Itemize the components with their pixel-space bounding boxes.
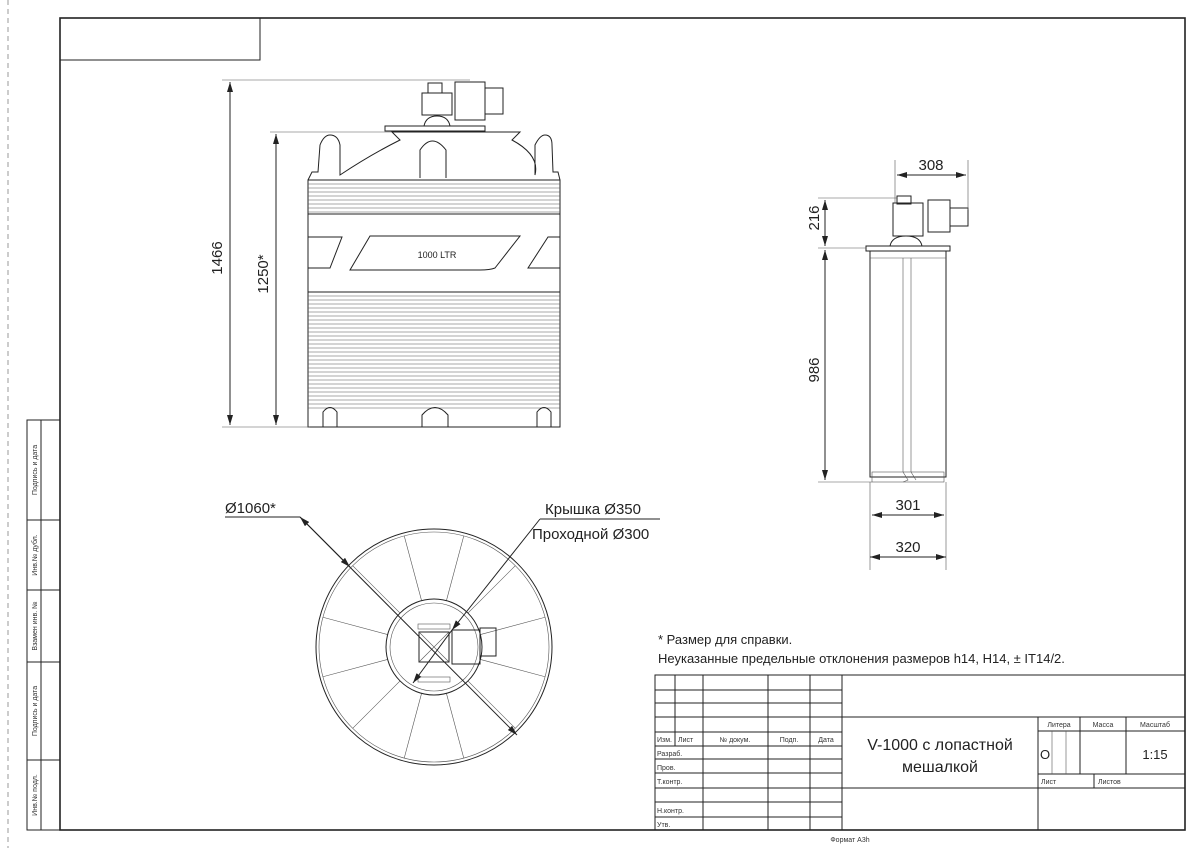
strip-label: Инв.№ дубл. — [31, 534, 39, 575]
side-strip: Подпись и дата Инв.№ дубл. Взамен инв. №… — [26, 419, 61, 831]
dim-diameter: Ø1060* — [225, 500, 276, 517]
strip-label: Взамен инв. № — [32, 601, 39, 650]
row-label: Пров. — [657, 765, 676, 772]
sheet-label: Лист — [1041, 779, 1057, 786]
plan-view: Ø1060* Крышка Ø350 Проходной Ø300 — [225, 500, 660, 766]
dim-tank-height: 1250* — [255, 254, 272, 293]
dim-inner-width: 301 — [895, 497, 920, 514]
dim-motor-width: 308 — [918, 157, 943, 174]
col-header: Лист — [678, 737, 694, 744]
dim-overall-height: 1466 — [209, 241, 226, 274]
top-left-box — [59, 17, 261, 61]
row-label: Утв. — [657, 822, 670, 829]
drawing-frame — [59, 17, 1186, 831]
label-plate — [349, 235, 522, 271]
plan-rib — [352, 680, 401, 729]
col-header: № докум. — [720, 737, 751, 744]
plan-rib — [322, 659, 388, 678]
plan-rib — [403, 693, 422, 759]
plan-rib — [403, 535, 422, 601]
strip-label: Инв.№ подл. — [32, 774, 39, 816]
plan-rib — [446, 693, 465, 759]
dim-motor-height: 216 — [806, 205, 823, 230]
row-label: Т.контр. — [657, 779, 682, 786]
title-block: Изм. Лист № докум. Подп. Дата Разраб. Пр… — [654, 674, 1186, 831]
litera-value: О — [1040, 747, 1050, 762]
sheets-label: Листов — [1098, 779, 1121, 786]
dim-shaft-length: 986 — [806, 357, 823, 382]
litera-header: Литера — [1047, 722, 1070, 729]
scale-header: Масштаб — [1140, 721, 1170, 729]
dim-outer-width: 320 — [895, 539, 920, 556]
plan-rib — [322, 616, 388, 635]
tank-label: 1000 LTR — [418, 250, 457, 260]
col-header: Подп. — [780, 737, 799, 744]
strip-label: Подпись и дата — [32, 686, 39, 736]
row-label: Н.контр. — [657, 808, 684, 815]
lid-label: Крышка Ø350 — [545, 501, 641, 518]
plan-rib — [480, 659, 546, 678]
drawing-title: мешалкой — [902, 759, 978, 776]
plan-rib — [467, 680, 516, 729]
col-header: Дата — [818, 737, 834, 744]
drawing-title: V-1000 с лопастной — [867, 737, 1013, 754]
mass-header: Масса — [1093, 722, 1114, 729]
format-label: Формат А3h — [830, 837, 869, 844]
plan-rib — [446, 535, 465, 601]
scale-value: 1:15 — [1142, 747, 1167, 762]
strip-label: Подпись и дата — [32, 445, 39, 495]
mixer-motor — [421, 81, 504, 127]
front-view: 1000 LTR 1466 1250* — [209, 79, 561, 428]
col-header: Изм. — [657, 737, 672, 744]
plan-rib — [352, 565, 401, 614]
side-view: 308 216 986 301 320 — [806, 157, 969, 570]
note-tolerances: Неуказанные предельные отклонения размер… — [658, 651, 1065, 666]
passage-label: Проходной Ø300 — [532, 526, 649, 543]
note-reference: * Размер для справки. — [658, 632, 792, 647]
plan-rib — [467, 565, 516, 614]
plan-rib — [480, 616, 546, 635]
row-label: Разраб. — [657, 750, 682, 758]
